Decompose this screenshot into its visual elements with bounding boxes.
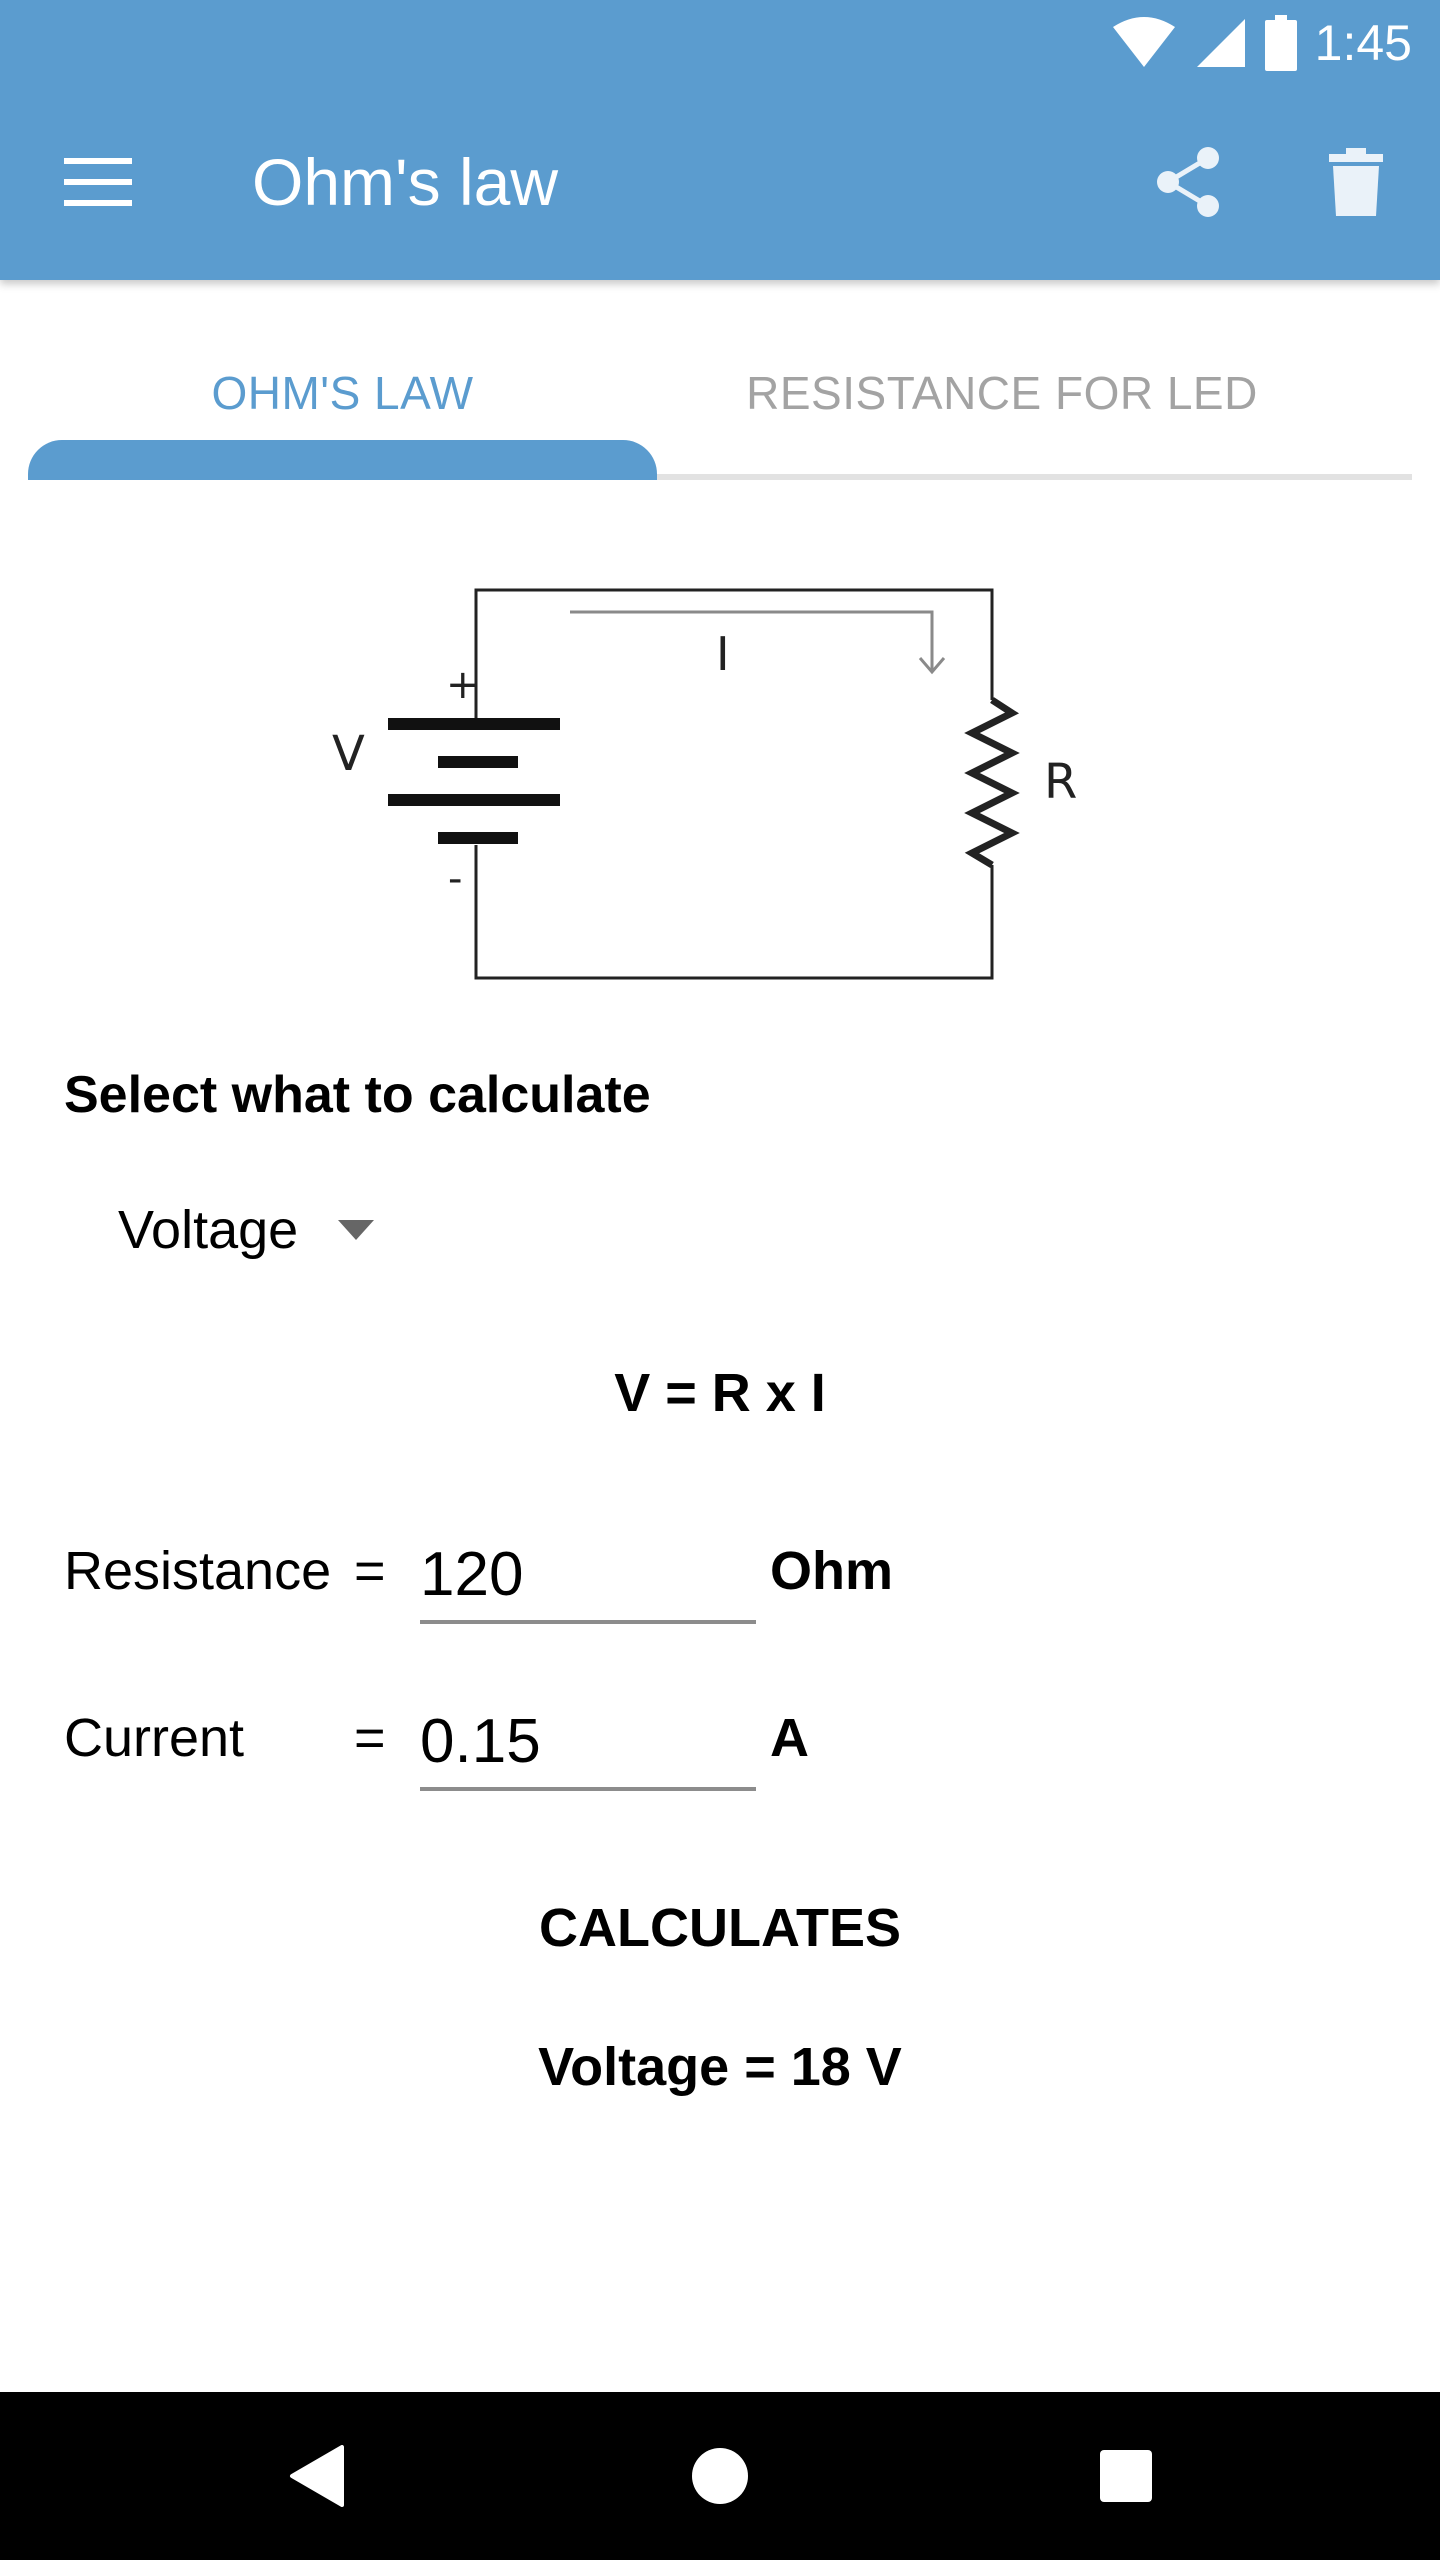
wifi-icon [1112,17,1175,67]
status-time: 1:45 [1314,15,1412,71]
battery-plate [388,794,560,806]
formula: V = R x I [614,1363,826,1423]
dropdown-arrow-icon [338,1220,375,1240]
voltage-label: V [332,726,365,782]
status-bar: 1:45 [1111,12,1412,74]
menu-button[interactable] [40,128,156,236]
trash-icon [1329,148,1383,216]
resistance-unit: Ohm [770,1541,894,1601]
current-input[interactable] [420,1695,756,1791]
battery-plate [438,832,518,844]
navigation-bar [0,2392,1440,2560]
delete-button[interactable] [1298,128,1414,236]
current-label: I [716,627,730,681]
select-heading: Select what to calculate [64,1066,651,1124]
hamburger-menu-icon [64,158,132,206]
dropdown-value: Voltage [118,1200,299,1260]
plus-label: + [446,662,480,708]
current-arrowhead [918,657,946,675]
quantity-dropdown[interactable]: Voltage [118,1190,375,1270]
tab-resistance-for-led[interactable]: RESISTANCE FOR LED [746,367,1258,419]
share-button[interactable] [1130,128,1246,236]
home-icon [692,2448,748,2504]
tab-bar: OHM'S LAW RESISTANCE FOR LED [28,320,1412,480]
recents-icon [1100,2450,1152,2502]
tab-track [28,474,1412,480]
nav-home-button[interactable] [650,2416,790,2536]
circuit-diagram: + - V I R [332,588,1077,980]
tab-indicator [28,440,657,480]
calculate-button[interactable]: CALCULATES [470,1880,970,1976]
resistance-equals: = [354,1541,386,1601]
back-icon [290,2445,344,2507]
result-text: Voltage = 18 V [538,2037,902,2097]
battery-plate [438,756,518,768]
minus-label: - [448,856,462,902]
tab-ohms-law[interactable]: OHM'S LAW [211,367,474,419]
current-arrow [570,610,934,670]
nav-back-button[interactable] [246,2416,386,2536]
resistance-label: Resistance [64,1541,332,1601]
nav-recents-button[interactable] [1056,2416,1196,2536]
resistor-symbol [964,697,1020,869]
resistor-label: R [1044,754,1077,810]
cell-signal-icon [1196,19,1245,67]
page-title: Ohm's law [252,145,558,219]
current-unit: A [770,1708,809,1768]
app-bar: 1:45 Ohm's law [0,0,1440,280]
circuit-wire [474,588,994,718]
battery-icon [1264,15,1297,71]
current-equals: = [354,1708,386,1768]
resistance-input[interactable] [420,1528,756,1624]
current-label-text: Current [64,1708,245,1768]
circuit-wire [474,845,994,980]
share-icon [1157,147,1219,217]
battery-plate [388,718,560,730]
